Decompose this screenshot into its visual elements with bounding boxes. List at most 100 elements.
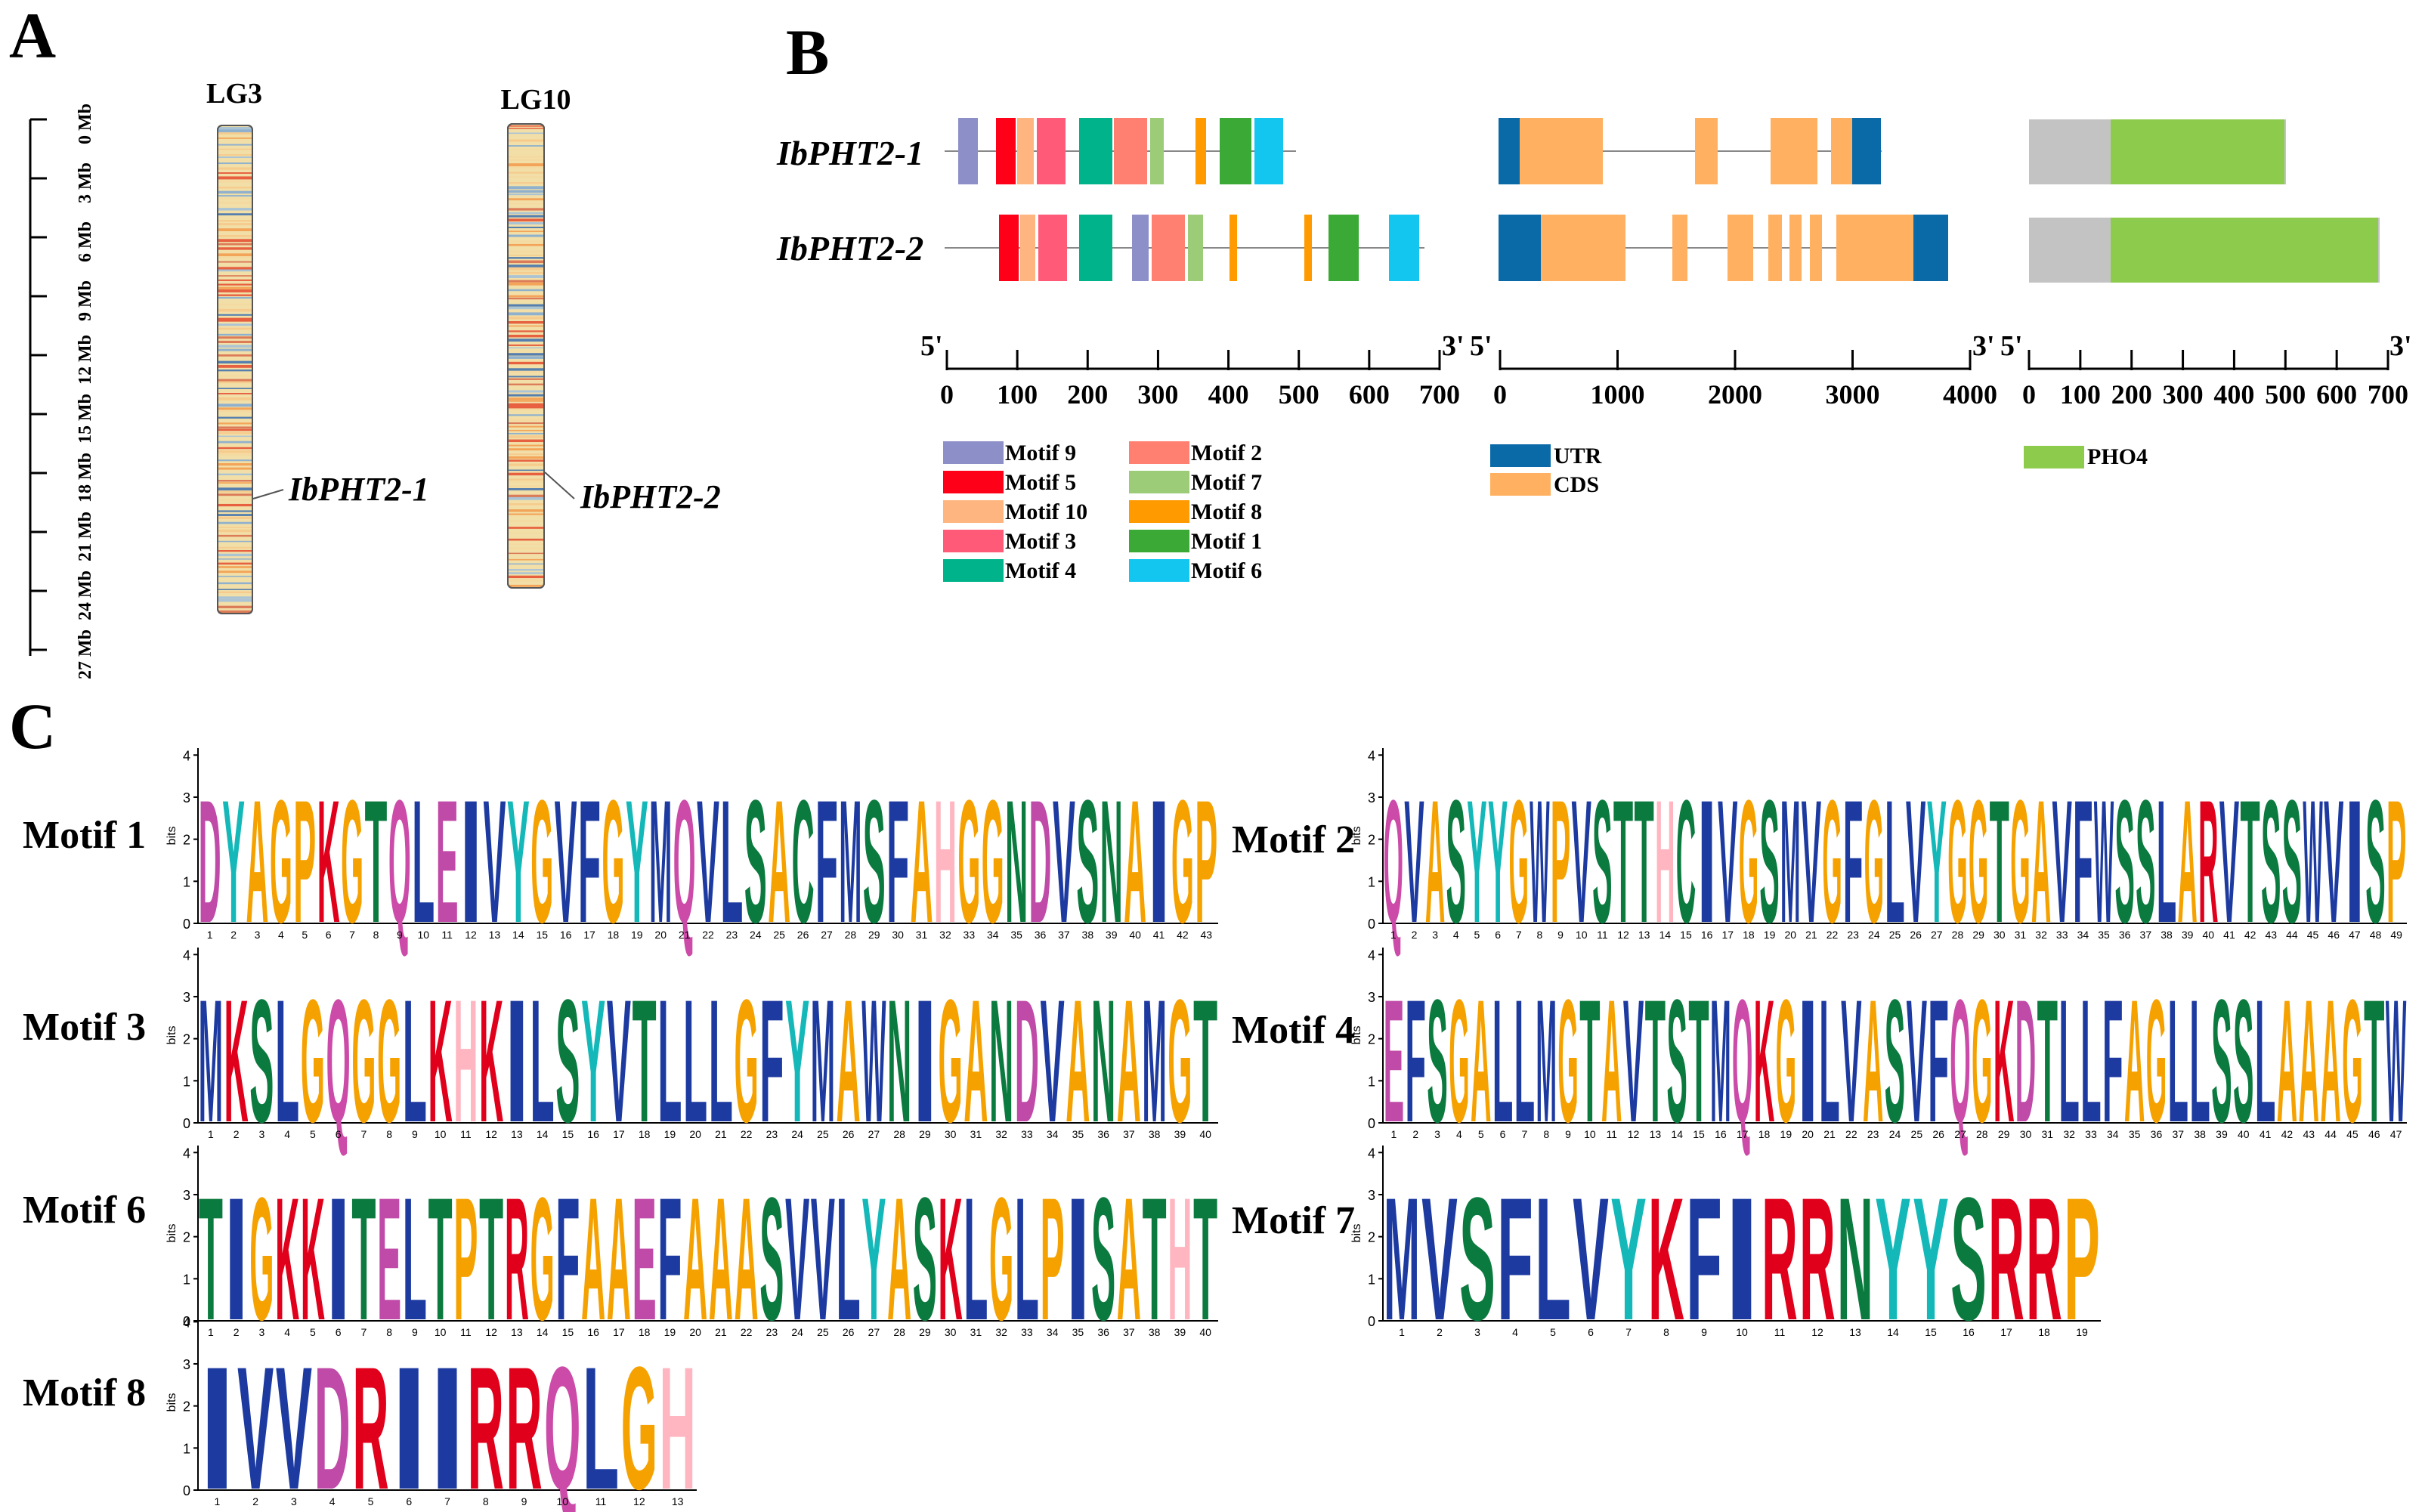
logo-residue: V — [1573, 1162, 1609, 1358]
logo-y-tick: 0 — [183, 1314, 190, 1329]
legend-swatch — [1490, 444, 1551, 467]
axis-tick-label: 400 — [2213, 379, 2254, 410]
logo-residue: A — [2320, 964, 2340, 1160]
logo-residue: E — [377, 1162, 401, 1358]
logo-residue: L — [1015, 1162, 1039, 1358]
panel-label-c: C — [9, 690, 56, 762]
logo-position-number: 17 — [1737, 1128, 1749, 1140]
logo-position-number: 6 — [406, 1495, 412, 1507]
logo-position-number: 3 — [1432, 929, 1438, 941]
logo-position-number: 24 — [750, 929, 762, 941]
logo-position-number: 36 — [1097, 1326, 1109, 1338]
motif-track-ibpht2-2 — [945, 215, 1424, 281]
logo-residue: Q — [1384, 765, 1403, 960]
logo-residue: T — [1613, 765, 1633, 960]
logo-position-number: 48 — [2370, 929, 2382, 941]
logo-residue: I — [1724, 1162, 1760, 1358]
logo-position-number: 27 — [868, 1128, 880, 1140]
logo-residue: Q — [1950, 964, 1970, 1160]
legend-swatch — [1129, 530, 1189, 552]
logo-position-number: 28 — [893, 1326, 905, 1338]
logo-position-number: 12 — [465, 929, 477, 941]
logo-residue: M — [649, 765, 672, 960]
logo-position-number: 29 — [1972, 929, 1984, 941]
logo-residue: N — [1005, 765, 1028, 960]
logo-residue: S — [2365, 765, 2385, 960]
logo-position-number: 33 — [1021, 1128, 1033, 1140]
logo-position-number: 7 — [1521, 1128, 1527, 1140]
logo-residue: G — [1739, 765, 1758, 960]
axis-tick-label: 3000 — [1826, 379, 1880, 410]
motif-2-block — [1114, 118, 1147, 184]
logo-residue: W — [2094, 765, 2114, 960]
logo-residue: F — [1686, 1162, 1722, 1358]
cds-block — [1771, 118, 1817, 184]
logo-position-number: 7 — [1625, 1326, 1632, 1338]
logo-position-number: 13 — [1650, 1128, 1662, 1140]
logo-position-number: 22 — [1845, 1128, 1857, 1140]
motif-9-block — [1132, 215, 1149, 281]
logo-residue: A — [887, 1162, 911, 1358]
logo-residue: F — [1497, 1162, 1533, 1358]
logo-y-tick: 0 — [183, 1483, 190, 1498]
logo-position-number: 31 — [970, 1128, 982, 1140]
logo-residue: S — [863, 765, 886, 960]
logo-y-axis-label: bits — [165, 1224, 178, 1243]
cds-block — [1810, 215, 1822, 281]
logo-residue: I — [1066, 1162, 1090, 1358]
logo-residue: T — [2037, 964, 2058, 1160]
domain-track-ibpht2-1 — [2029, 119, 2286, 184]
logo-position-number: 45 — [2307, 929, 2319, 941]
logo-residue: S — [555, 964, 580, 1160]
logo-position-number: 26 — [1932, 1128, 1944, 1140]
logo-residue: L — [2058, 964, 2079, 1160]
logo-residue: G — [530, 765, 553, 960]
ruler-tick-label: 0 Mb — [76, 104, 95, 144]
logo-position-number: 19 — [1764, 929, 1776, 941]
logo-residue: L — [1819, 964, 1839, 1160]
logo-residue: P — [453, 1162, 478, 1358]
logo-position-number: 30 — [945, 1326, 957, 1338]
logo-residue: K — [428, 964, 453, 1160]
logo-residue: F — [578, 765, 601, 960]
logo-position-number: 4 — [284, 1326, 290, 1338]
logo-position-number: 24 — [791, 1128, 803, 1140]
logo-position-number: 10 — [435, 1128, 447, 1140]
logo-position-number: 43 — [2265, 929, 2277, 941]
logo-position-number: 14 — [537, 1128, 549, 1140]
logo-position-number: 39 — [2216, 1128, 2228, 1140]
logo-residue: R — [1762, 1162, 1798, 1358]
logo-y-axis-label: bits — [165, 1393, 178, 1412]
logo-residue: G — [1972, 964, 1992, 1160]
logo-residue: A — [2299, 964, 2319, 1160]
logo-residue: N — [887, 964, 911, 1160]
logo-residue: L — [1535, 1162, 1571, 1358]
logo-residue: L — [412, 765, 435, 960]
logo-residue: V — [1623, 964, 1644, 1160]
logo-residue: H — [934, 765, 957, 960]
logo-residue: S — [2115, 765, 2135, 960]
logo-residue: L — [403, 1162, 427, 1358]
logo-residue: A — [581, 1162, 605, 1358]
logo-y-tick: 3 — [1368, 990, 1375, 1005]
ruler-tick-label: 15 Mb — [76, 394, 95, 444]
axis-tick-label: 600 — [1349, 379, 1390, 410]
logo-position-number: 16 — [1715, 1128, 1727, 1140]
logo-residue: G — [1168, 964, 1192, 1160]
motif-7-block — [1188, 215, 1203, 281]
logo-position-number: 34 — [1047, 1128, 1059, 1140]
logo-residue: M — [839, 765, 861, 960]
logo-residue: V — [607, 964, 631, 1160]
logo-residue: S — [2211, 964, 2232, 1160]
logo-position-number: 14 — [537, 1326, 549, 1338]
logo-position-number: 24 — [791, 1326, 803, 1338]
logo-residue: V — [1718, 765, 1737, 960]
axis-tick-label: 700 — [1419, 379, 1460, 410]
logo-residue: G — [1509, 765, 1529, 960]
logo-y-tick: 1 — [1368, 1074, 1375, 1089]
logo-position-number: 38 — [1149, 1128, 1161, 1140]
logo-position-number: 26 — [1910, 929, 1922, 941]
logo-position-number: 36 — [2119, 929, 2131, 941]
